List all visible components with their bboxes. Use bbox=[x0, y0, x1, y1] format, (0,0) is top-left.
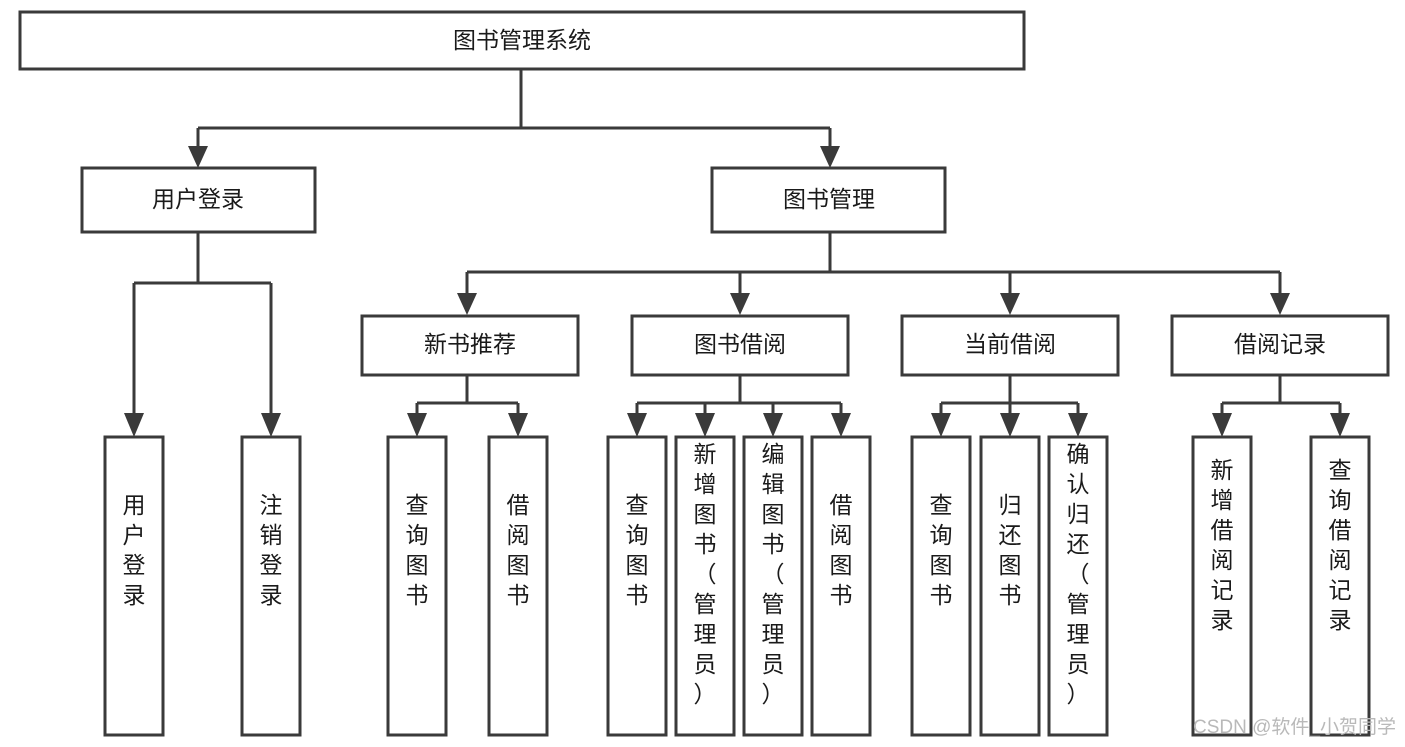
connector-group-new-book-recommend bbox=[407, 375, 528, 437]
node-leaf-logout-label: 注销登录 bbox=[260, 492, 283, 608]
node-leaf-query-record-rect[interactable] bbox=[1309, 435, 1371, 737]
node-book-management-label: 图书管理 bbox=[783, 186, 875, 212]
arrow-head-leaf-borrow-book-1 bbox=[508, 413, 528, 437]
arrow-head-leaf-add-record bbox=[1212, 413, 1232, 437]
node-leaf-query-book-1[interactable]: 查询图书 bbox=[386, 435, 448, 737]
arrow-head-leaf-query-book-3 bbox=[931, 413, 951, 437]
node-leaf-query-book-1-label: 查询图书 bbox=[406, 492, 429, 608]
connector-group-book-management bbox=[457, 232, 1290, 315]
arrow-head-book-management bbox=[820, 146, 840, 168]
node-leaf-borrow-book-1-rect[interactable] bbox=[487, 435, 549, 737]
node-leaf-return-book-label: 归还图书 bbox=[999, 492, 1022, 608]
node-book-borrow-label: 图书借阅 bbox=[694, 331, 786, 357]
arrow-head-leaf-borrow-book-2 bbox=[831, 413, 851, 437]
node-leaf-query-record[interactable]: 查询借阅记录 bbox=[1309, 435, 1371, 737]
node-leaf-return-book[interactable]: 归还图书 bbox=[979, 435, 1041, 737]
node-new-book-recommend-rect[interactable] bbox=[360, 314, 580, 377]
node-leaf-logout[interactable]: 注销登录 bbox=[240, 435, 302, 737]
node-leaf-confirm-return-label: 确认归还（管理员） bbox=[1067, 441, 1090, 707]
connector-group-root bbox=[188, 69, 840, 168]
node-leaf-return-book-rect[interactable] bbox=[979, 435, 1041, 737]
node-leaf-query-record-label: 查询借阅记录 bbox=[1329, 457, 1352, 633]
node-leaf-query-book-3-label: 查询图书 bbox=[930, 492, 953, 608]
node-new-book-recommend-label: 新书推荐 bbox=[424, 331, 516, 357]
node-book-borrow-rect[interactable] bbox=[630, 314, 850, 377]
arrow-head-leaf-edit-book bbox=[763, 413, 783, 437]
arrow-head-leaf-query-book-1 bbox=[407, 413, 427, 437]
node-leaf-add-book-label: 新增图书（管理员） bbox=[694, 441, 717, 707]
node-leaf-edit-book[interactable]: 编辑图书（管理员） bbox=[742, 435, 804, 737]
node-user-login-rect[interactable] bbox=[80, 166, 317, 234]
node-leaf-query-book-3[interactable]: 查询图书 bbox=[910, 435, 972, 737]
node-leaf-add-record-label: 新增借阅记录 bbox=[1211, 457, 1234, 633]
node-leaf-borrow-book-1[interactable]: 借阅图书 bbox=[487, 435, 549, 737]
node-book-borrow[interactable]: 图书借阅 bbox=[630, 314, 850, 377]
node-root-rect[interactable] bbox=[18, 10, 1026, 71]
connector-group-user-login bbox=[124, 232, 281, 437]
node-leaf-user-login-label: 用户登录 bbox=[123, 492, 146, 608]
arrow-head-leaf-add-book bbox=[695, 413, 715, 437]
arrow-head-leaf-query-book-2 bbox=[627, 413, 647, 437]
node-leaf-borrow-book-2-label: 借阅图书 bbox=[830, 492, 853, 608]
node-leaf-query-book-3-rect[interactable] bbox=[910, 435, 972, 737]
node-leaf-borrow-book-1-label: 借阅图书 bbox=[507, 492, 530, 608]
node-leaf-edit-book-label: 编辑图书（管理员） bbox=[762, 441, 785, 707]
connector-group-current-borrow bbox=[931, 375, 1088, 437]
node-leaf-query-book-2-rect[interactable] bbox=[606, 435, 668, 737]
connector-group-borrow-record bbox=[1212, 375, 1350, 437]
arrow-head-leaf-confirm-return bbox=[1068, 413, 1088, 437]
node-leaf-add-book[interactable]: 新增图书（管理员） bbox=[674, 435, 736, 737]
node-borrow-record[interactable]: 借阅记录 bbox=[1170, 314, 1390, 377]
node-leaf-edit-book-rect[interactable] bbox=[742, 435, 804, 737]
node-leaf-query-book-1-rect[interactable] bbox=[386, 435, 448, 737]
arrow-head-borrow-record bbox=[1270, 293, 1290, 315]
arrow-head-user-login bbox=[188, 146, 208, 168]
node-new-book-recommend[interactable]: 新书推荐 bbox=[360, 314, 580, 377]
node-leaf-borrow-book-2-rect[interactable] bbox=[810, 435, 872, 737]
node-leaf-add-record-rect[interactable] bbox=[1191, 435, 1253, 737]
node-leaf-add-book-rect[interactable] bbox=[674, 435, 736, 737]
arrow-head-book-borrow bbox=[730, 293, 750, 315]
arrow-head-new-book-recommend bbox=[457, 293, 477, 315]
node-leaf-user-login[interactable]: 用户登录 bbox=[103, 435, 165, 737]
node-root[interactable]: 图书管理系统 bbox=[18, 10, 1026, 71]
node-book-management-rect[interactable] bbox=[710, 166, 947, 234]
node-leaf-user-login-rect[interactable] bbox=[103, 435, 165, 737]
node-current-borrow[interactable]: 当前借阅 bbox=[900, 314, 1120, 377]
node-leaf-borrow-book-2[interactable]: 借阅图书 bbox=[810, 435, 872, 737]
arrow-head-leaf-return-book bbox=[1000, 413, 1020, 437]
node-user-login[interactable]: 用户登录 bbox=[80, 166, 317, 234]
node-leaf-query-book-2[interactable]: 查询图书 bbox=[606, 435, 668, 737]
node-borrow-record-label: 借阅记录 bbox=[1234, 331, 1326, 357]
node-root-label: 图书管理系统 bbox=[453, 27, 591, 53]
node-borrow-record-rect[interactable] bbox=[1170, 314, 1390, 377]
node-current-borrow-label: 当前借阅 bbox=[964, 331, 1056, 357]
node-leaf-add-record[interactable]: 新增借阅记录 bbox=[1191, 435, 1253, 737]
watermark: CSDN @软件_小贺同学 bbox=[1193, 716, 1396, 738]
arrow-head-leaf-logout bbox=[261, 413, 281, 437]
node-book-management[interactable]: 图书管理 bbox=[710, 166, 947, 234]
node-leaf-confirm-return[interactable]: 确认归还（管理员） bbox=[1047, 435, 1109, 737]
node-leaf-logout-rect[interactable] bbox=[240, 435, 302, 737]
node-leaf-confirm-return-rect[interactable] bbox=[1047, 435, 1109, 737]
arrow-head-leaf-user-login bbox=[124, 413, 144, 437]
connector-group-book-borrow bbox=[627, 375, 851, 437]
node-current-borrow-rect[interactable] bbox=[900, 314, 1120, 377]
node-leaf-query-book-2-label: 查询图书 bbox=[626, 492, 649, 608]
node-user-login-label: 用户登录 bbox=[152, 186, 244, 212]
arrow-head-current-borrow bbox=[1000, 293, 1020, 315]
arrow-head-leaf-query-record bbox=[1330, 413, 1350, 437]
